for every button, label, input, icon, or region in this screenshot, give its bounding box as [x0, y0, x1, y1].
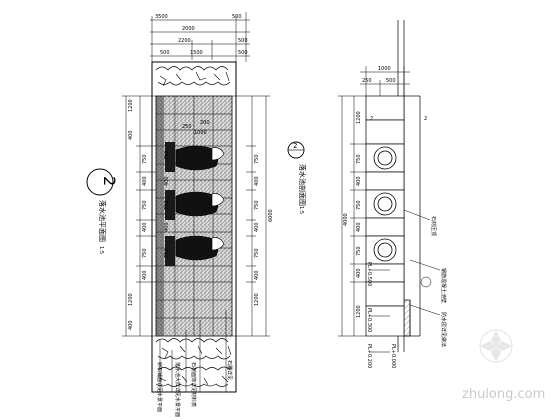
section-marker-2: 2 — [424, 116, 427, 122]
section-elev-3: PL+0.200 — [366, 344, 372, 368]
plan-view: 3500 500 2000 2200 500 500 1500 500 1200… — [86, 12, 274, 417]
plan-number: 2 — [100, 176, 119, 186]
plan-right-dim-1: 750 — [254, 154, 260, 164]
section-left-dim-6: 750 — [356, 246, 362, 256]
plan-top-dim-4: 2200 — [178, 38, 191, 44]
section-top-dim-2: 250 — [362, 78, 372, 84]
plan-left-dim-4: 400 — [142, 176, 148, 186]
plan-callout-3: 石材面饰详见材料表 — [190, 362, 197, 407]
plan-title-block: 2 落水池平面图 1:5 — [86, 168, 119, 254]
plan-right-dimensions — [232, 95, 270, 337]
section-column — [365, 95, 405, 337]
plan-callout-4: 石雕详见 — [226, 360, 233, 380]
section-number: 2 — [293, 142, 297, 150]
section-title: 落水池剖面图 — [298, 164, 307, 206]
plan-right-dim-4: 400 — [254, 222, 260, 232]
plan-top-dim-5: 500 — [238, 38, 248, 44]
plan-left-dim-2: 400 — [128, 130, 134, 140]
plan-right-dim-6: 400 — [254, 270, 260, 280]
plan-top-dimensions — [150, 12, 250, 62]
section-callout-3: 防水层详见做法 — [440, 312, 447, 347]
section-elev-2: PL+0.300 — [366, 308, 372, 332]
plan-title: 落水池平面图 — [98, 200, 107, 242]
section-left-dim-5: 400 — [356, 222, 362, 232]
section-elev-1: PL+0.500 — [366, 262, 372, 286]
section-scale: 1:5 — [298, 206, 304, 214]
plan-left-dim-7: 750 — [142, 248, 148, 258]
section-top-dim-1: 1000 — [378, 66, 391, 72]
section-left-dim-4: 750 — [356, 200, 362, 210]
section-marker-1: 2 — [370, 116, 373, 122]
plan-right-dim-labels: 750 400 750 400 750 400 1200 6000 — [254, 154, 274, 306]
fountain-basin-3 — [165, 235, 225, 266]
plan-scale: 1:5 — [98, 246, 104, 254]
plan-left-dim-1: 1200 — [128, 99, 134, 112]
plan-callout-1: 卵石铺面详见水景平面 — [156, 362, 163, 412]
section-title-block: 2 落水池剖面图 1:5 — [287, 141, 307, 214]
plan-mid-dim-3: 1000 — [194, 130, 207, 136]
section-left-dim-7: 400 — [356, 268, 362, 278]
plan-left-dim-5: 750 — [142, 200, 148, 210]
plan-left-dim-8: 400 — [142, 270, 148, 280]
section-left-dimensions — [338, 95, 366, 337]
section-left-dim-8: 1200 — [356, 305, 362, 318]
plan-left-dim-3: 750 — [142, 154, 148, 164]
plan-mid-dim-labels: 250 200 1000 750 400 750 400 750 — [164, 120, 210, 258]
watermark: zhulong.com — [462, 329, 545, 402]
plan-top-dim-7: 1500 — [190, 50, 203, 56]
plan-top-dim-6: 500 — [160, 50, 170, 56]
plan-number-circle — [86, 168, 114, 196]
section-top-dimensions — [360, 66, 410, 96]
plan-callout-leaders — [159, 310, 227, 392]
watermark-text: zhulong.com — [462, 387, 545, 402]
plan-mid-dim-6: 750 — [164, 200, 170, 210]
section-left-dim-3: 400 — [356, 176, 362, 186]
section-callout-2: 钢筋混凝土池壁 — [440, 268, 447, 303]
plan-mid-dim-2: 200 — [200, 120, 210, 126]
plan-right-dim-total: 6000 — [268, 209, 274, 222]
plan-left-dim-6: 400 — [142, 222, 148, 232]
plan-mid-dim-5: 400 — [164, 176, 170, 186]
fountain-basin-2 — [165, 190, 225, 220]
plan-top-dim-3: 2000 — [182, 26, 195, 32]
plan-top-dim-2: 500 — [232, 14, 242, 20]
section-left-dim-total: 4000 — [343, 213, 349, 226]
plan-left-dimensions — [122, 95, 156, 337]
plan-callout-2: 落水池大样详见水景平面 — [174, 362, 181, 417]
plan-right-dim-2: 400 — [254, 176, 260, 186]
plan-mid-dim-4: 750 — [164, 150, 170, 160]
section-callout-1: 石材压顶 — [430, 216, 437, 236]
plan-right-dim-3: 750 — [254, 200, 260, 210]
section-view: 1000 250 500 1200 750 400 750 400 750 40… — [287, 20, 447, 368]
plan-left-dim-labels: 1200 400 750 400 750 400 750 400 1200 40… — [128, 99, 148, 330]
section-callout-leaders — [370, 209, 441, 353]
section-left-dim-1: 1200 — [356, 111, 362, 124]
section-top-dim-3: 500 — [386, 78, 396, 84]
watermark-logo-icon — [479, 329, 513, 363]
plan-left-dim-9: 1200 — [128, 293, 134, 306]
section-elev-4: PL+0.000 — [390, 344, 396, 368]
plan-top-dim-1: 3500 — [155, 14, 168, 20]
plan-mid-dim-8: 750 — [164, 248, 170, 258]
plan-mid-dim-1: 250 — [182, 124, 192, 130]
plan-top-dim-8: 500 — [238, 50, 248, 56]
section-nozzles — [373, 146, 397, 262]
plan-left-dim-10: 400 — [128, 320, 134, 330]
fountain-basin-1 — [165, 142, 225, 172]
section-left-dim-2: 750 — [356, 154, 362, 164]
plan-right-dim-7: 1200 — [254, 293, 260, 306]
plan-mid-dim-7: 400 — [164, 222, 170, 232]
plan-right-dim-5: 750 — [254, 248, 260, 258]
